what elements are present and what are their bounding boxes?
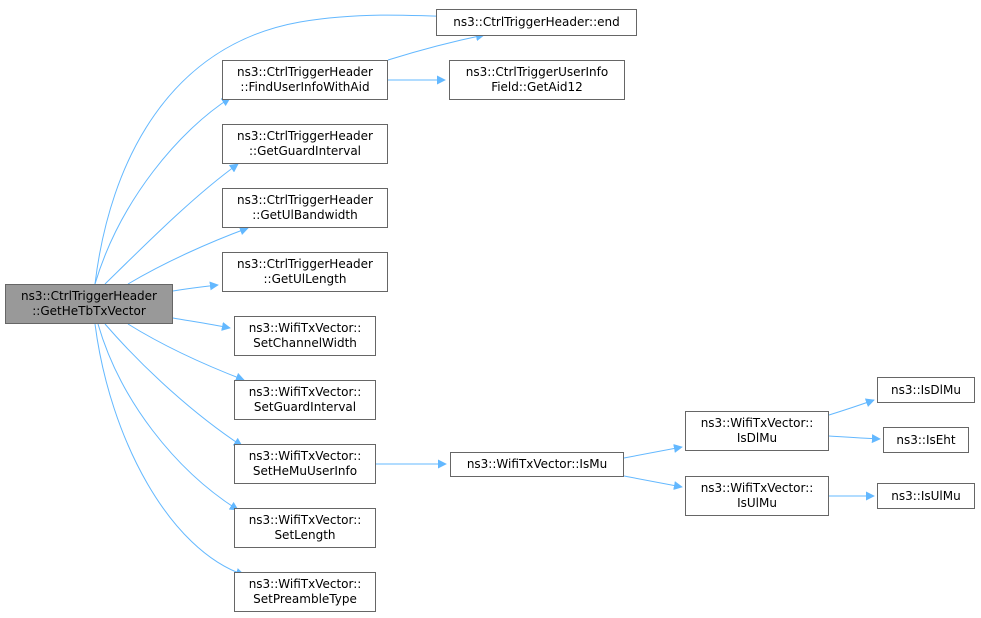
node-label-line2: ::GetGuardInterval	[248, 144, 362, 158]
edge-ismu-to-isdlmuv	[623, 444, 683, 459]
node-get-ul-bandwidth[interactable]: ns3::CtrlTriggerHeader ::GetUlBandwidth	[222, 188, 388, 228]
node-label-line2: ::FindUserInfoWithAid	[240, 80, 370, 94]
edge-root-to-setgi	[127, 323, 245, 382]
node-label-line1: ns3::WifiTxVector::	[248, 513, 362, 527]
edge-root-to-setchw	[172, 317, 231, 331]
node-ctrltriggerheader-end[interactable]: ns3::CtrlTriggerHeader::end	[436, 9, 637, 36]
node-label-line2: SetPreambleType	[253, 592, 357, 606]
edge-root-to-setpre	[94, 323, 245, 577]
edge-isdlmuv-to-isdlmu	[828, 398, 875, 416]
node-label-line1: ns3::WifiTxVector::	[700, 481, 814, 495]
node-wifitxvector-is-dl-mu[interactable]: ns3::WifiTxVector:: IsDlMu	[685, 411, 829, 451]
node-is-eht[interactable]: ns3::IsEht	[883, 427, 969, 453]
node-set-channel-width[interactable]: ns3::WifiTxVector:: SetChannelWidth	[234, 316, 376, 356]
node-label-line1: ns3::CtrlTriggerHeader	[20, 289, 157, 303]
edge-root-to-setlen	[97, 323, 239, 511]
node-set-length[interactable]: ns3::WifiTxVector:: SetLength	[234, 508, 376, 548]
edge-root-to-end	[94, 13, 485, 285]
node-label-line1: ns3::WifiTxVector::	[700, 416, 814, 430]
node-set-preamble-type[interactable]: ns3::WifiTxVector:: SetPreambleType	[234, 572, 376, 612]
edge-root-to-sethemu	[104, 323, 243, 447]
node-label: ns3::CtrlTriggerHeader::end	[453, 15, 620, 29]
node-label-line2: SetHeMuUserInfo	[252, 464, 358, 478]
edge-root-to-ulbw	[127, 226, 249, 285]
node-label-line1: ns3::WifiTxVector::	[248, 577, 362, 591]
node-label-line2: ::GetHeTbTxVector	[32, 304, 146, 318]
node-get-guard-interval[interactable]: ns3::CtrlTriggerHeader ::GetGuardInterva…	[222, 124, 388, 164]
node-get-ul-length[interactable]: ns3::CtrlTriggerHeader ::GetUlLength	[222, 252, 388, 292]
node-label: ns3::IsEht	[896, 432, 956, 447]
node-label-line1: ns3::CtrlTriggerHeader	[236, 193, 373, 207]
node-label-line2: ::GetUlLength	[263, 272, 347, 286]
node-get-aid12[interactable]: ns3::CtrlTriggerUserInfo Field::GetAid12	[449, 60, 625, 100]
edge-root-to-guard	[104, 163, 239, 285]
node-is-mu[interactable]: ns3::WifiTxVector::IsMu	[450, 452, 624, 477]
edge-ismu-to-isulmuv	[623, 475, 683, 490]
node-label-line2: ::GetUlBandwidth	[252, 208, 358, 222]
node-set-guard-interval[interactable]: ns3::WifiTxVector:: SetGuardInterval	[234, 380, 376, 420]
node-label-line1: ns3::WifiTxVector::	[248, 321, 362, 335]
node-is-ul-mu[interactable]: ns3::IsUlMu	[877, 483, 975, 509]
edge-root-to-finduser	[94, 97, 231, 285]
node-find-user-info-with-aid[interactable]: ns3::CtrlTriggerHeader ::FindUserInfoWit…	[222, 60, 388, 100]
edge-isdlmuv-to-iseht	[828, 434, 881, 444]
node-wifitxvector-is-ul-mu[interactable]: ns3::WifiTxVector:: IsUlMu	[685, 476, 829, 516]
edge-root-to-ullen	[172, 281, 219, 292]
node-label-line2: SetLength	[274, 528, 336, 542]
node-label-line1: ns3::CtrlTriggerHeader	[236, 129, 373, 143]
node-label-line2: SetChannelWidth	[253, 336, 357, 350]
node-label-line2: SetGuardInterval	[253, 400, 357, 414]
node-label-line2: Field::GetAid12	[491, 80, 583, 94]
node-label: ns3::WifiTxVector::IsMu	[466, 457, 608, 471]
node-label-line2: IsUlMu	[737, 496, 777, 510]
node-label-line2: IsDlMu	[736, 431, 778, 445]
node-label-line1: ns3::WifiTxVector::	[248, 385, 362, 399]
node-label: ns3::IsUlMu	[891, 488, 961, 503]
node-label: ns3::IsDlMu	[891, 382, 961, 397]
node-is-dl-mu[interactable]: ns3::IsDlMu	[877, 377, 975, 403]
edge-finduser-to-end	[387, 32, 485, 61]
node-root-getHeTbTxVector[interactable]: ns3::CtrlTriggerHeader ::GetHeTbTxVector	[5, 284, 173, 324]
node-label-line1: ns3::CtrlTriggerHeader	[236, 257, 373, 271]
node-label-line1: ns3::WifiTxVector::	[248, 449, 362, 463]
node-label-line1: ns3::CtrlTriggerUserInfo	[465, 65, 609, 79]
node-set-he-mu-user-info[interactable]: ns3::WifiTxVector:: SetHeMuUserInfo	[234, 444, 376, 484]
node-label-line1: ns3::CtrlTriggerHeader	[236, 65, 373, 79]
